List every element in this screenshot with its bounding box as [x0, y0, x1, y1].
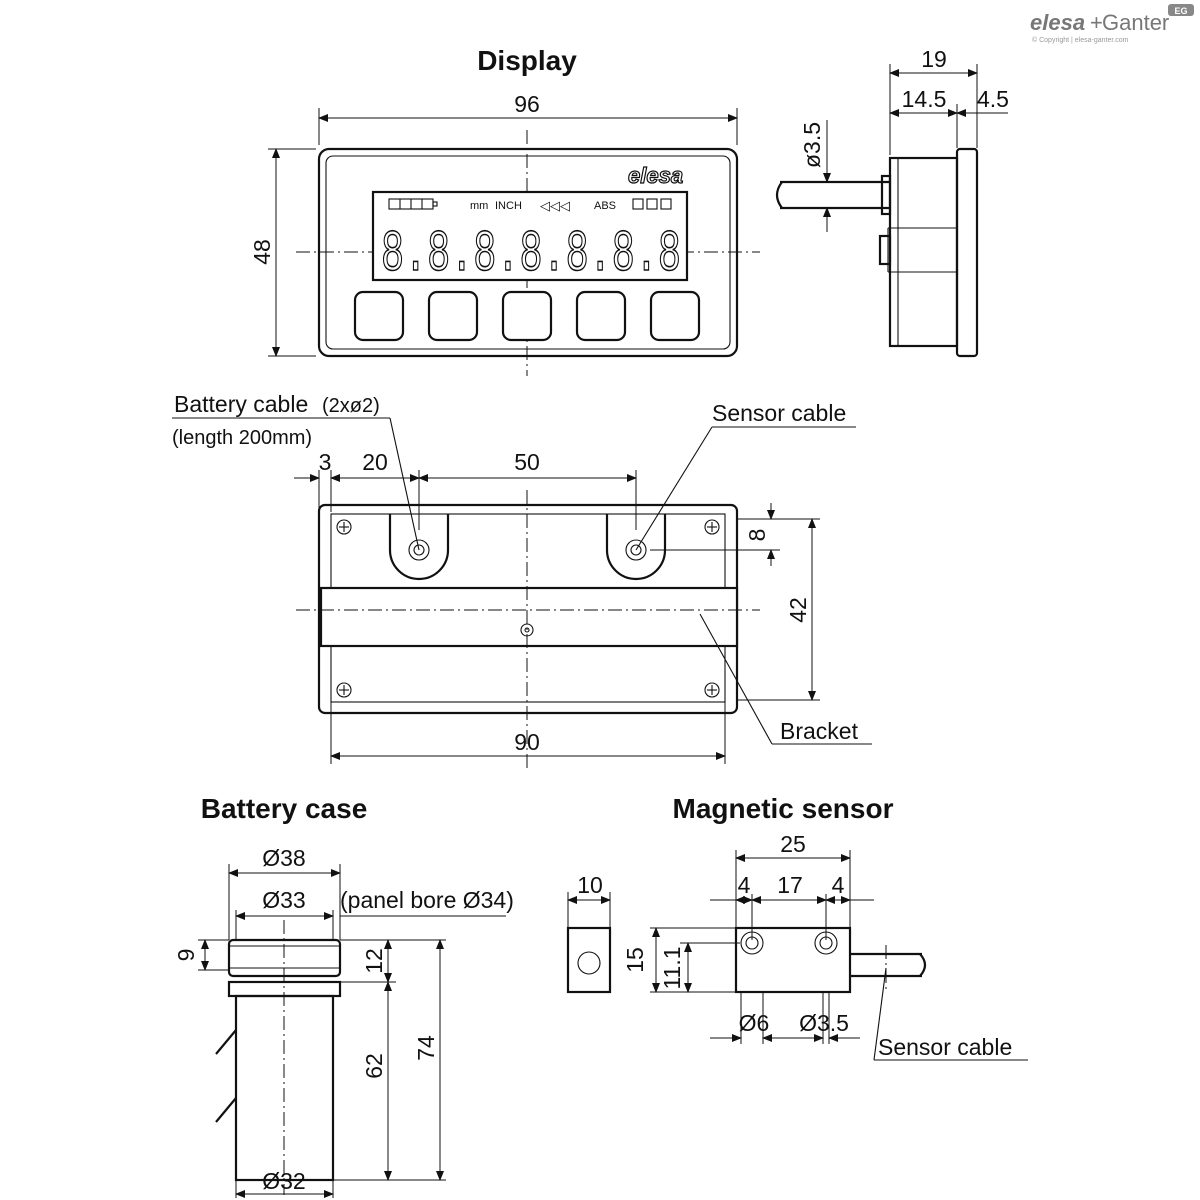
dim-62-label: 62: [361, 1053, 387, 1079]
display-side-view: 19 14.5 4.5 ø3.5: [775, 46, 1009, 358]
dim-25-label: 25: [780, 831, 806, 857]
dim-74-label: 74: [413, 1035, 439, 1061]
dim-14-5-label: 14.5: [902, 86, 947, 112]
sensor-cable-lug: [605, 514, 667, 581]
brand-logo: elesa + Ganter EG © Copyright | elesa-ga…: [1030, 4, 1194, 44]
display-key-2[interactable]: [427, 290, 479, 342]
battery-case-view: Battery case Ø38 Ø33 (panel bore Ø34) 9: [173, 793, 514, 1198]
sensor-end-view: [566, 926, 612, 994]
dim-3-label: 3: [319, 449, 332, 475]
battery-cable-label: Battery cable: [174, 391, 308, 417]
panel-bore-label: (panel bore Ø34): [340, 887, 514, 913]
dim-4-5-label: 4.5: [977, 86, 1009, 112]
dim-d33-label: Ø33: [262, 887, 305, 913]
battery-cable-lug: [388, 514, 450, 581]
sensor-cable-label-2: Sensor cable: [878, 1034, 1012, 1060]
logo-plus-text: +: [1090, 10, 1103, 35]
screw-bottom-right-icon: [704, 682, 720, 698]
dim-d32-label: Ø32: [262, 1168, 305, 1194]
display-title: Display: [477, 45, 577, 76]
lcd-status-squares-icon: [632, 198, 672, 210]
display-key-4[interactable]: [575, 290, 627, 342]
bracket: [319, 586, 739, 648]
dim-50-label: 50: [514, 449, 540, 475]
lcd-arrows-icon: ◁◁◁: [540, 198, 570, 213]
lcd-digits: 8.8.8.8.8.8.8: [381, 223, 681, 288]
screw-top-left-icon: [336, 519, 352, 535]
dim-17-label: 17: [777, 872, 803, 898]
bracket-label: Bracket: [780, 718, 859, 744]
battery-case-title: Battery case: [201, 793, 368, 824]
dim-d3-5-label: Ø3.5: [799, 1010, 849, 1036]
display-front-view: Display 96 48 elesa mm INCH ◁◁◁ ABS: [249, 45, 760, 376]
logo-partner-text: Ganter: [1102, 10, 1169, 35]
dim-20-label: 20: [362, 449, 388, 475]
dim-19-label: 19: [921, 46, 947, 72]
dim-d38-label: Ø38: [262, 845, 305, 871]
dim-42-label: 42: [785, 597, 811, 623]
magnetic-sensor-title: Magnetic sensor: [673, 793, 894, 824]
battery-wire-2: [215, 1097, 237, 1123]
dim-12-label: 12: [361, 948, 387, 974]
dim-10-label: 10: [577, 872, 603, 898]
sensor-cable-end: [919, 953, 927, 977]
logo-copyright: © Copyright | elesa-ganter.com: [1032, 36, 1129, 44]
battery-cable-length: (length 200mm): [172, 427, 312, 449]
logo-badge-text: EG: [1174, 6, 1187, 16]
side-body: [888, 156, 959, 348]
side-flange: [955, 147, 979, 358]
lcd-unit-inch: INCH: [495, 200, 522, 212]
dim-8-label: 8: [744, 529, 770, 542]
battery-cable-spec: (2xø2): [322, 395, 380, 417]
display-rear-view: Battery cable (2xø2) (length 200mm) Sens…: [172, 391, 872, 770]
battery-level-icon: [388, 198, 438, 210]
display-face-brand: elesa: [628, 163, 683, 188]
dim-96-label: 96: [514, 91, 540, 117]
logo-badge-icon: [1168, 4, 1194, 16]
screw-top-right-icon: [704, 519, 720, 535]
dim-d6-label: Ø6: [739, 1010, 770, 1036]
sensor-body: [734, 926, 852, 994]
display-key-1[interactable]: [353, 290, 405, 342]
lcd-abs-label: ABS: [594, 200, 616, 212]
dim-90-label: 90: [514, 729, 540, 755]
sensor-cable-label: Sensor cable: [712, 400, 846, 426]
dim-4-left-label: 4: [738, 872, 751, 898]
display-key-3[interactable]: [501, 290, 553, 342]
dim-11-1-label: 11.1: [659, 946, 685, 989]
dim-4-right-label: 4: [832, 872, 845, 898]
battery-wire-1: [215, 1029, 237, 1055]
display-key-5[interactable]: [649, 290, 701, 342]
dim-15-label: 15: [622, 947, 648, 973]
dim-9-label: 9: [173, 949, 199, 962]
magnetic-sensor-view: Magnetic sensor 10 25 4 17 4: [566, 793, 1028, 1061]
lcd-unit-mm: mm: [470, 200, 488, 212]
screw-bottom-left-icon: [336, 682, 352, 698]
logo-brand-text: elesa: [1030, 10, 1085, 35]
dim-cable-diameter-label: ø3.5: [799, 122, 825, 168]
dim-48-label: 48: [249, 239, 275, 265]
lcd-window: [371, 190, 689, 282]
